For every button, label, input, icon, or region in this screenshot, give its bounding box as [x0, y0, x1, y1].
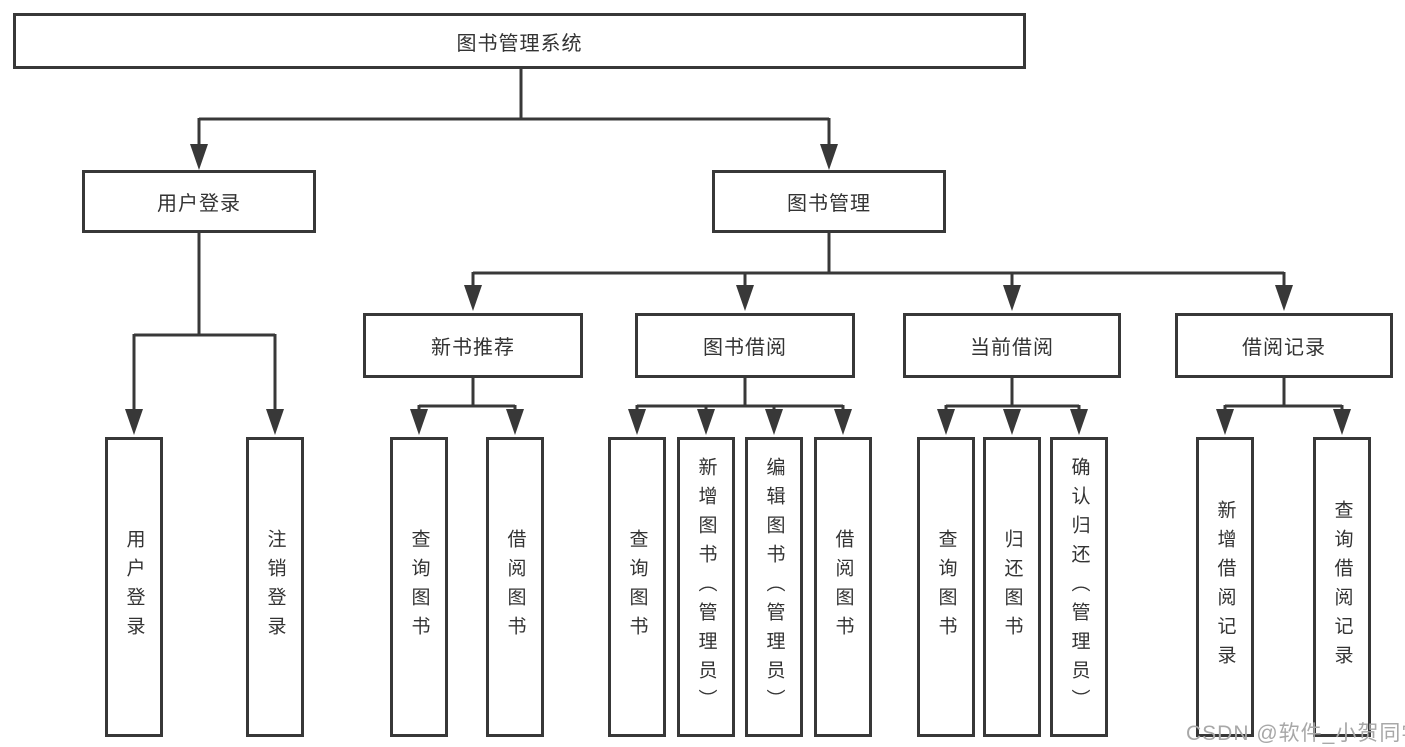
node-new-book-recommend: 新书推荐 — [363, 313, 583, 378]
arrowhead-icons — [125, 144, 1351, 435]
leaf-br-query-record: 查询借阅记录 — [1313, 437, 1371, 737]
leaf-bb-edit-book-admin-label: 编辑图书（管理员） — [763, 456, 785, 718]
node-book-borrow: 图书借阅 — [635, 313, 855, 378]
node-borrow-record: 借阅记录 — [1175, 313, 1393, 378]
leaf-br-add-record-label: 新增借阅记录 — [1214, 500, 1236, 674]
leaf-cb-query-book: 查询图书 — [917, 437, 975, 737]
leaf-nbr-borrow-book: 借阅图书 — [486, 437, 544, 737]
leaf-nbr-query-book-label: 查询图书 — [408, 529, 430, 645]
leaf-user-login: 用户登录 — [105, 437, 163, 737]
leaf-bb-edit-book-admin: 编辑图书（管理员） — [745, 437, 803, 737]
leaf-cb-return-book-label: 归还图书 — [1001, 529, 1023, 645]
leaf-br-query-record-label: 查询借阅记录 — [1331, 500, 1353, 674]
node-user-login: 用户登录 — [82, 170, 316, 233]
node-root-label: 图书管理系统 — [456, 32, 583, 55]
leaf-bb-borrow-book-label: 借阅图书 — [832, 529, 854, 645]
leaf-cb-return-book: 归还图书 — [983, 437, 1041, 737]
leaf-logout: 注销登录 — [246, 437, 304, 737]
csdn-watermark: CSDN @软件_小贺同学 — [1186, 722, 1405, 745]
node-user-login-label: 用户登录 — [157, 193, 241, 215]
node-book-management: 图书管理 — [712, 170, 946, 233]
leaf-br-add-record: 新增借阅记录 — [1196, 437, 1254, 737]
leaf-cb-confirm-return-admin-label: 确认归还（管理员） — [1068, 456, 1090, 718]
node-book-borrow-label: 图书借阅 — [703, 337, 787, 359]
leaf-bb-query-book-label: 查询图书 — [626, 529, 648, 645]
node-borrow-record-label: 借阅记录 — [1242, 337, 1326, 359]
leaf-logout-label: 注销登录 — [264, 529, 286, 645]
leaf-bb-add-book-admin: 新增图书（管理员） — [677, 437, 735, 737]
leaf-cb-confirm-return-admin: 确认归还（管理员） — [1050, 437, 1108, 737]
leaf-cb-query-book-label: 查询图书 — [935, 529, 957, 645]
node-current-borrow: 当前借阅 — [903, 313, 1121, 378]
leaf-bb-add-book-admin-label: 新增图书（管理员） — [695, 456, 717, 718]
node-book-management-label: 图书管理 — [787, 193, 871, 215]
node-root-system: 图书管理系统 — [13, 13, 1026, 69]
leaf-bb-query-book: 查询图书 — [608, 437, 666, 737]
node-current-borrow-label: 当前借阅 — [970, 337, 1054, 359]
leaf-bb-borrow-book: 借阅图书 — [814, 437, 872, 737]
leaf-nbr-borrow-book-label: 借阅图书 — [504, 529, 526, 645]
leaf-nbr-query-book: 查询图书 — [390, 437, 448, 737]
node-new-book-recommend-label: 新书推荐 — [431, 337, 515, 359]
leaf-user-login-label: 用户登录 — [123, 529, 145, 645]
